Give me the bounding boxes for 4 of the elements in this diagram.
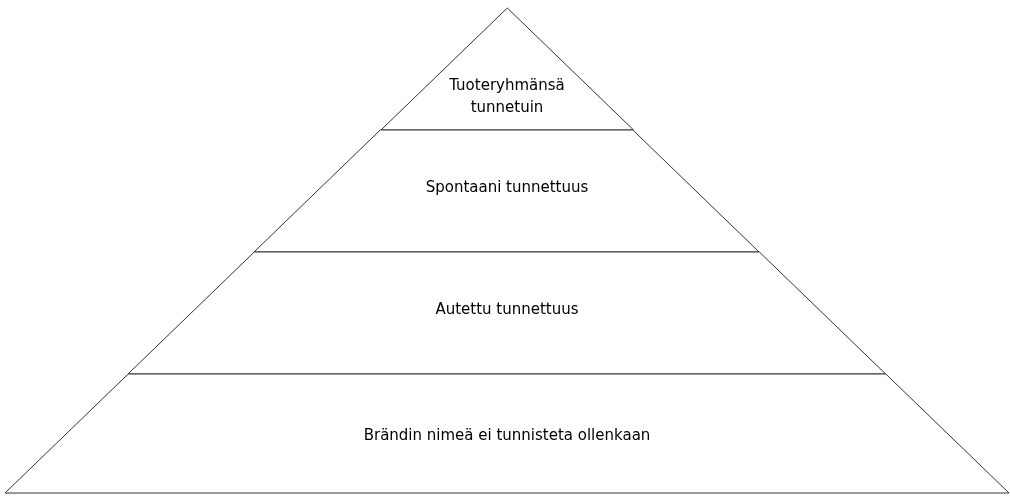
tier-label: Spontaani tunnettuus (425, 177, 589, 198)
tier-label: Tuoteryhmänsä tunnetuin (448, 75, 566, 118)
tier-label: Brändin nimeä ei tunnisteta ollenkaan (363, 425, 651, 446)
tier-label: Autettu tunnettuus (435, 299, 579, 320)
